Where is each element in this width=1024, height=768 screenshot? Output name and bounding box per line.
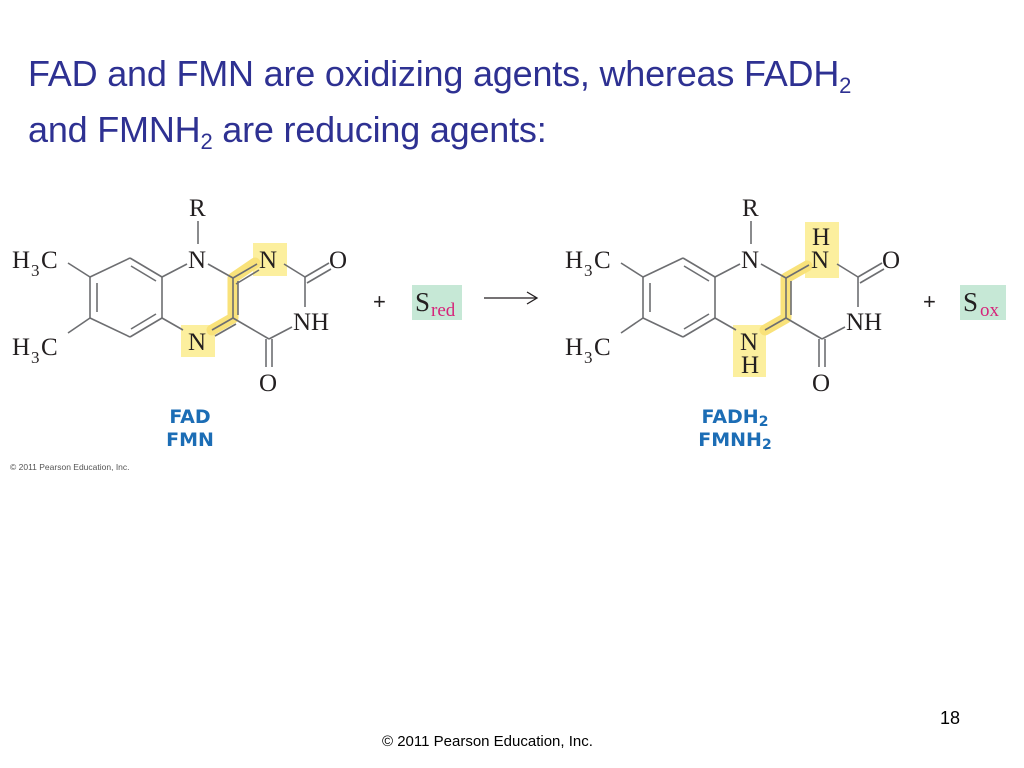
atom-n1: N — [811, 247, 829, 274]
atom-h3c-bottom-h: H — [12, 334, 30, 361]
atom-n10: N — [741, 247, 759, 274]
atom-r: R — [189, 195, 206, 222]
reaction-arrow-icon — [484, 291, 539, 305]
svg-text:red: red — [431, 300, 456, 321]
atom-n1: N — [259, 247, 277, 274]
atom-o2: O — [882, 247, 900, 274]
svg-text:3: 3 — [584, 348, 593, 367]
svg-text:C: C — [594, 247, 611, 274]
svg-text:S: S — [415, 287, 430, 317]
highlight-n5-h — [733, 325, 766, 377]
atom-h3c-bottom-h: H — [565, 334, 583, 361]
atom-o4: O — [812, 370, 830, 397]
atom-nh3: NH — [293, 309, 329, 336]
atom-n10: N — [188, 247, 206, 274]
oxidized-flavin-structure: R H 3 C H 3 C N N N O NH O — [12, 195, 347, 397]
reduced-flavin-structure: R H 3 C H 3 C N H N N H O NH O — [565, 195, 900, 397]
substrate-reduced: S red — [412, 285, 462, 321]
slide-title: FAD and FMN are oxidizing agents, wherea… — [28, 46, 988, 158]
oxidized-label: FAD FMN — [166, 406, 214, 451]
svg-text:C: C — [41, 247, 58, 274]
substrate-oxidized: S ox — [960, 285, 1006, 321]
atom-n5: N — [188, 329, 206, 356]
atom-o2: O — [329, 247, 347, 274]
reaction-diagram: R H 3 C H 3 C N N N O NH O + S red — [12, 195, 1006, 397]
title-line1: FAD and FMN are oxidizing agents, wherea… — [28, 53, 852, 98]
footer-copyright: © 2011 Pearson Education, Inc. — [382, 733, 593, 750]
atom-h3c-top-h: H — [12, 247, 30, 274]
figure-credit: © 2011 Pearson Education, Inc. — [10, 462, 130, 472]
atom-r: R — [742, 195, 759, 222]
svg-text:3: 3 — [584, 261, 593, 280]
reaction-figure: R H 3 C H 3 C N N N O NH O + S red — [0, 185, 1024, 485]
title-line2: and FMNH2 are reducing agents: — [28, 109, 547, 154]
svg-text:C: C — [41, 334, 58, 361]
svg-text:ox: ox — [980, 300, 1000, 321]
atom-nh3: NH — [846, 309, 882, 336]
plus-sign-right: + — [923, 289, 936, 314]
svg-text:3: 3 — [31, 261, 40, 280]
plus-sign-left: + — [373, 289, 386, 314]
reduced-label: FADH2 FMNH2 — [698, 406, 772, 453]
svg-text:S: S — [963, 287, 978, 317]
atom-n5-h: H — [741, 352, 759, 379]
atom-n5: N — [740, 329, 758, 356]
svg-text:C: C — [594, 334, 611, 361]
atom-h3c-top-h: H — [565, 247, 583, 274]
atom-o4: O — [259, 370, 277, 397]
slide-number: 18 — [940, 708, 961, 728]
svg-text:3: 3 — [31, 348, 40, 367]
atom-n1-h: H — [812, 224, 830, 251]
